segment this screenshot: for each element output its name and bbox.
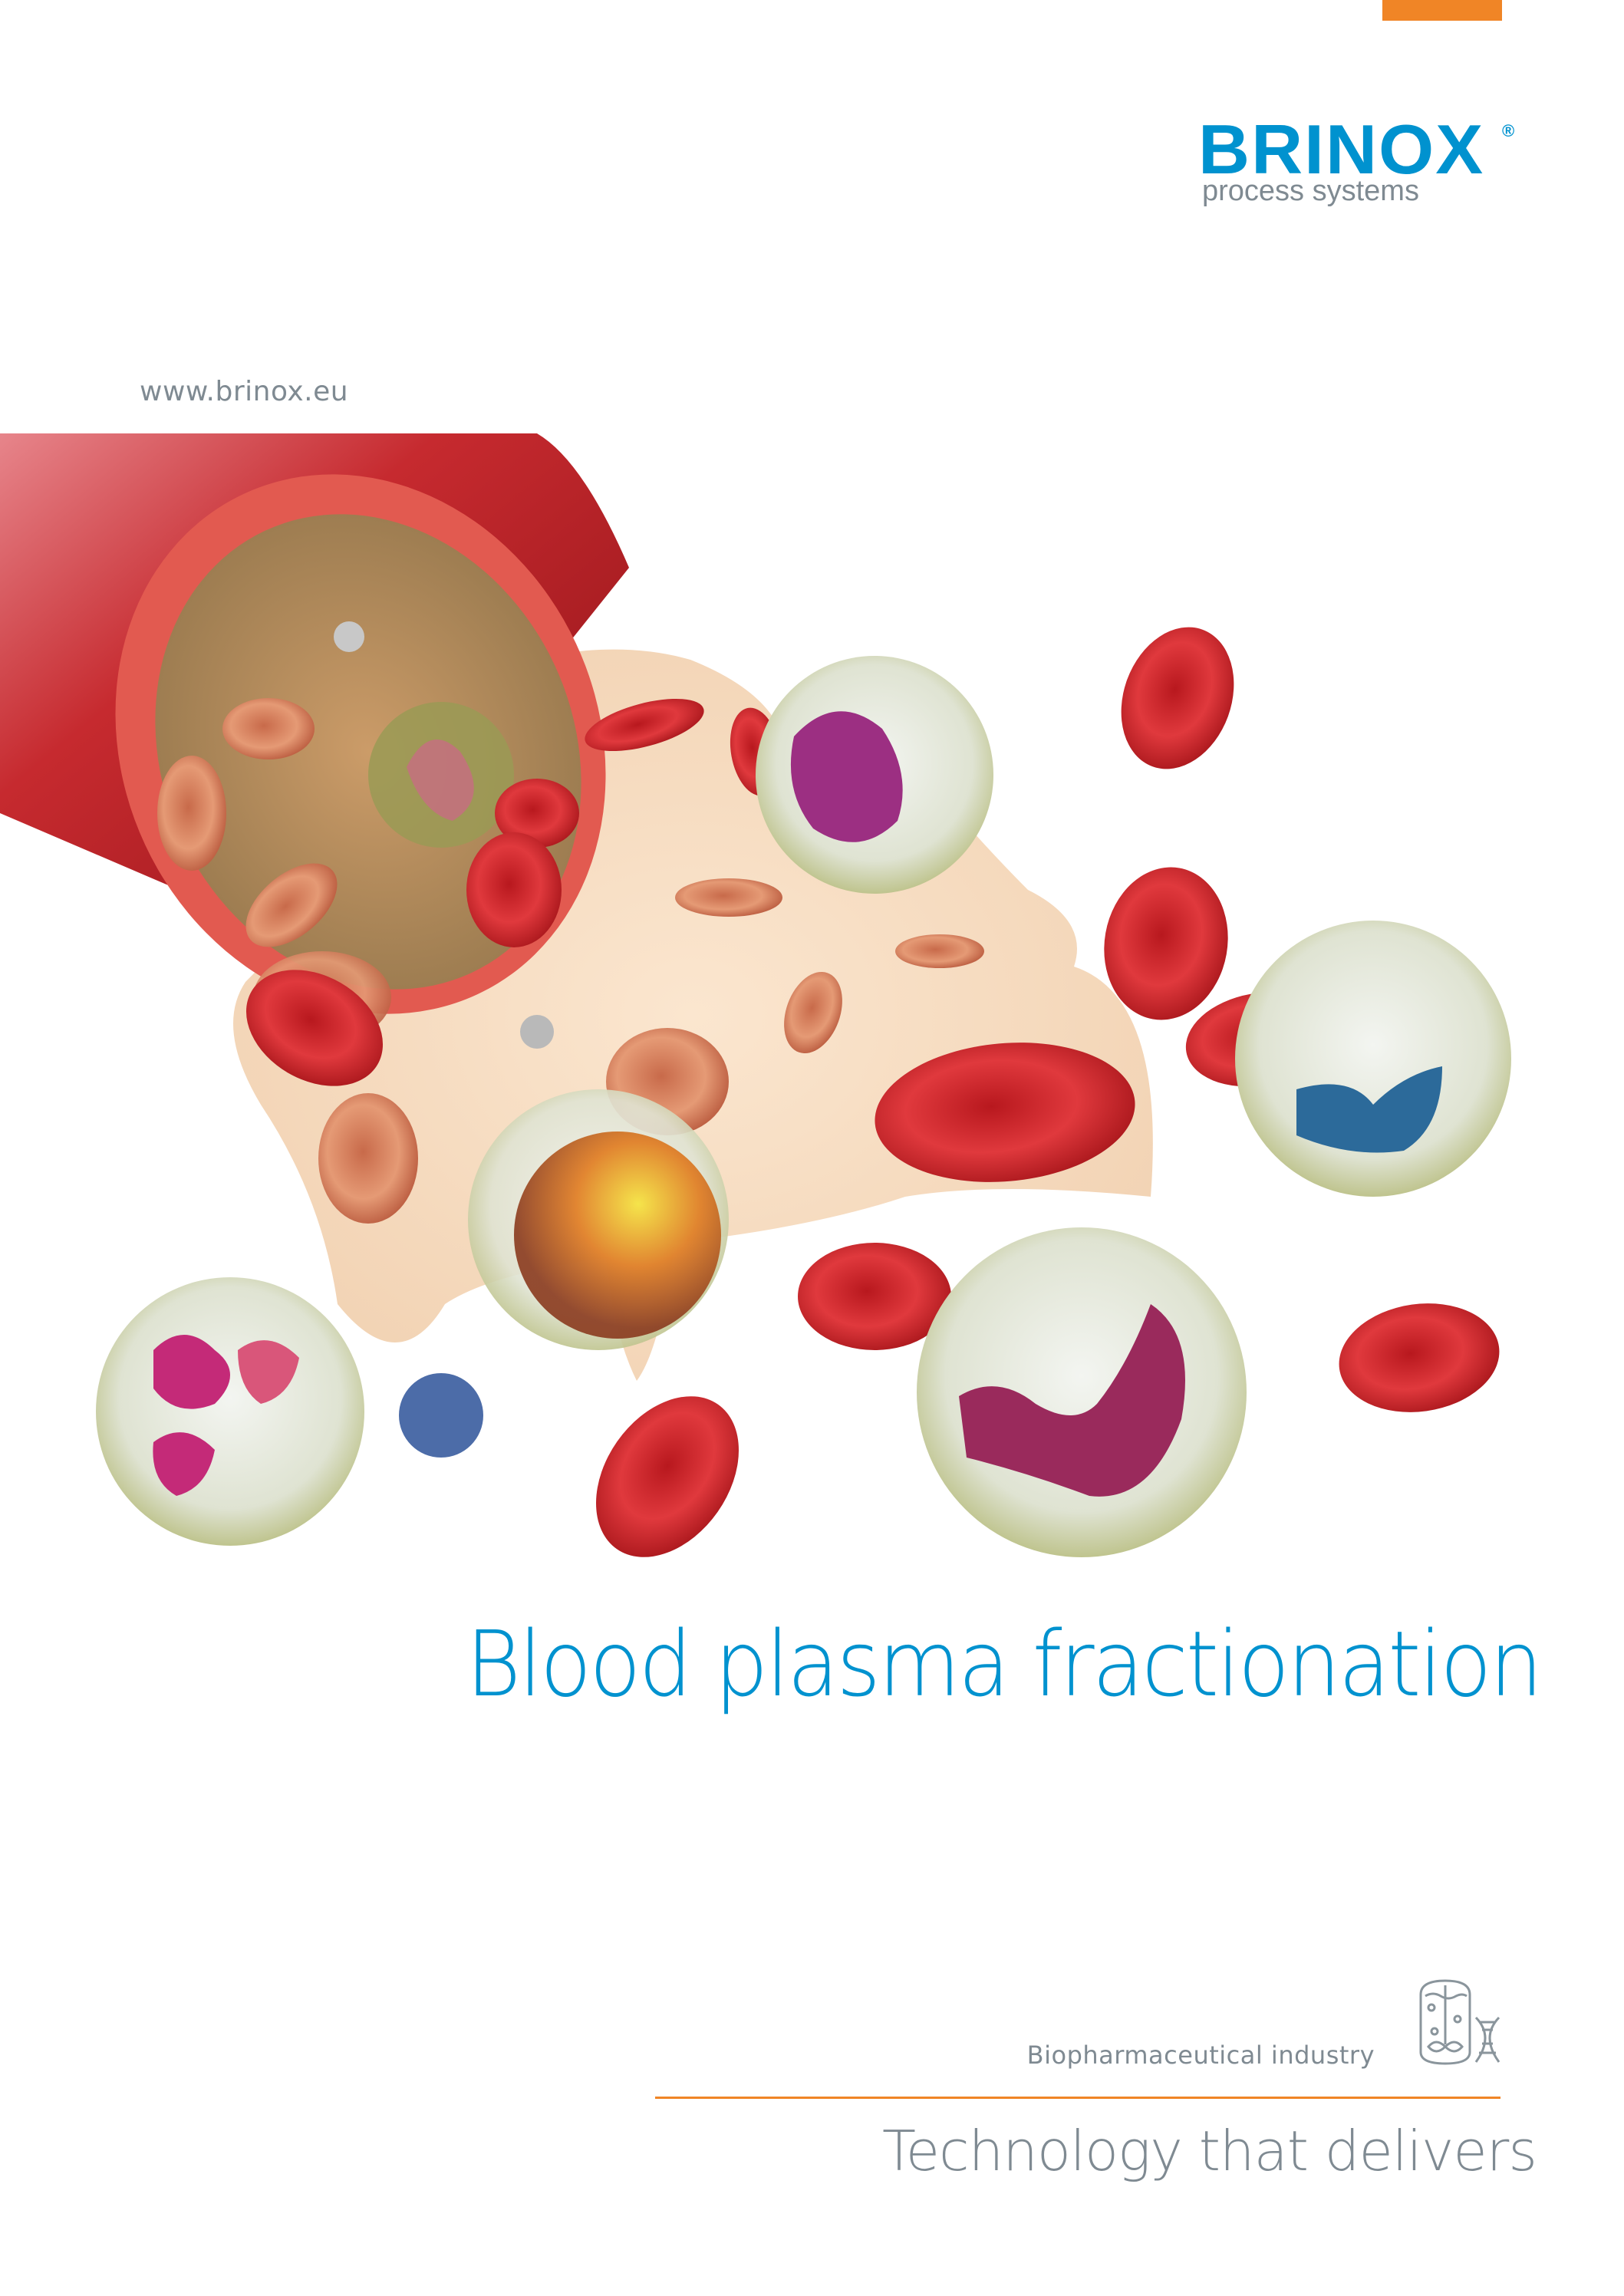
brinox-logo: BRINOX ® process systems <box>1198 111 1536 207</box>
bioreactor-dna-icon <box>1418 1979 1504 2067</box>
orange-corner-tab <box>1382 0 1502 21</box>
logo-wordmark: BRINOX <box>1198 111 1485 189</box>
industry-label: Biopharmaceutical industry <box>1026 2041 1375 2070</box>
industry-section: Biopharmaceutical industry <box>905 1979 1504 2071</box>
orange-divider <box>655 2097 1500 2099</box>
blood-cells-illustration <box>0 430 1624 1565</box>
website-url[interactable]: www.brinox.eu <box>140 376 349 407</box>
page-title: Blood plasma fractionation <box>466 1611 1543 1717</box>
registered-mark: ® <box>1502 121 1515 140</box>
blood-illustration-icon <box>0 433 1511 1557</box>
logo-subtitle: process systems <box>1202 175 1419 207</box>
company-tagline: Technology that delivers <box>882 2119 1537 2183</box>
